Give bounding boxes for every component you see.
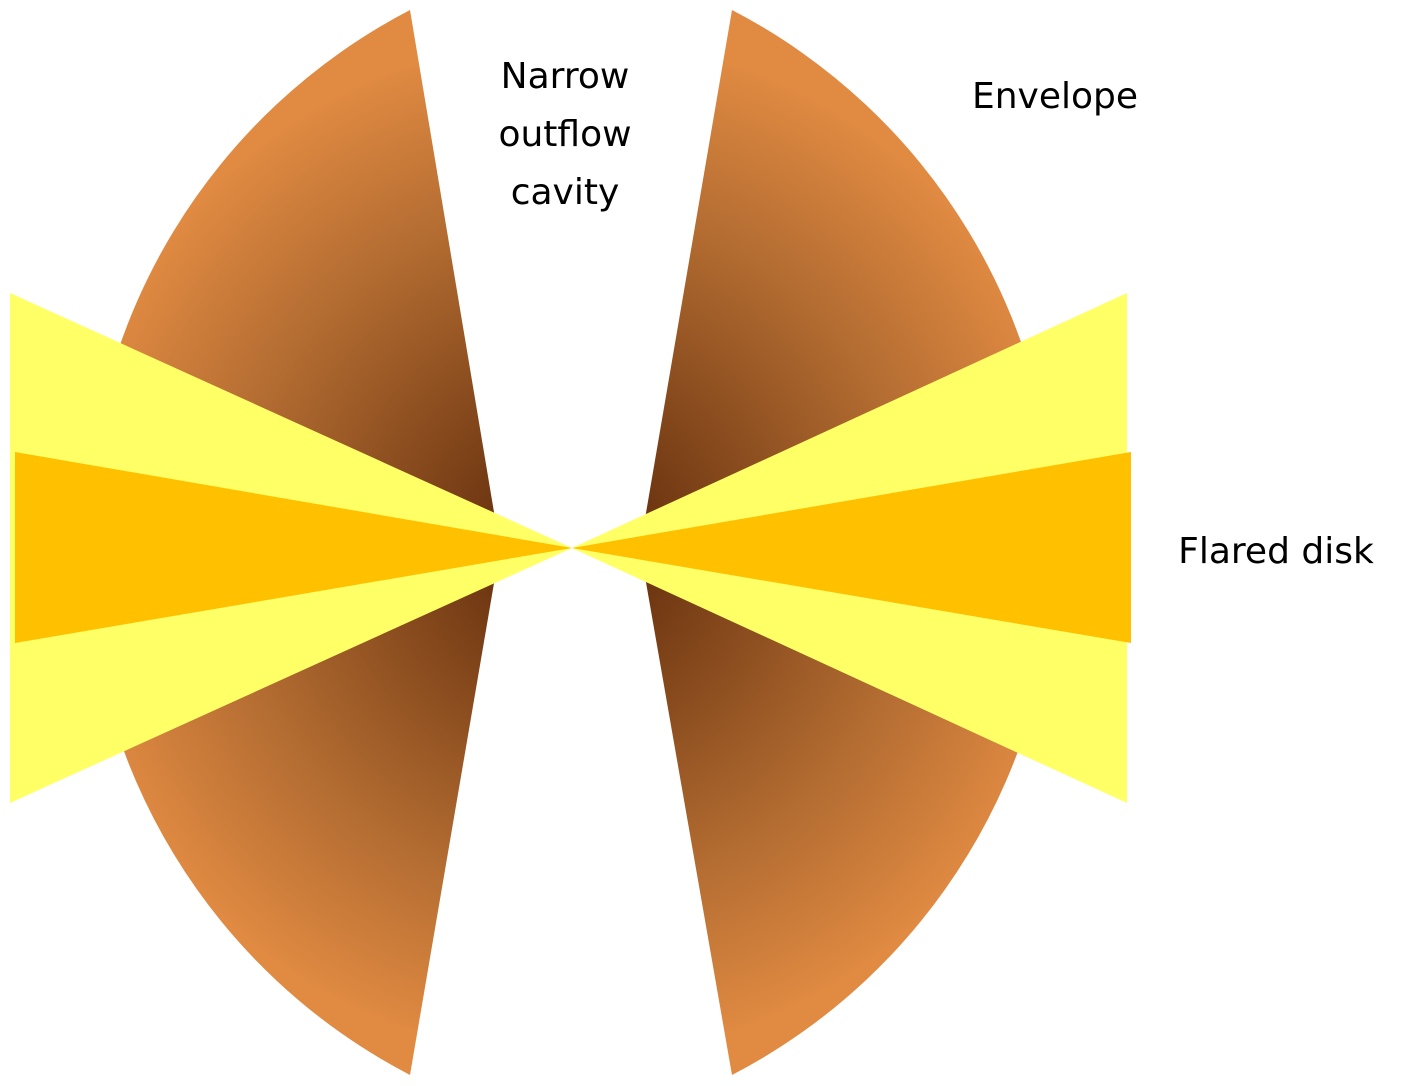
inner-disk-left — [15, 452, 572, 643]
flared-disk-label: Flared disk — [1178, 531, 1374, 572]
outflow-cavity-label: Narrow outflow cavity — [465, 48, 665, 222]
inner-disk-right — [572, 452, 1131, 643]
envelope-label: Envelope — [971, 76, 1139, 117]
outflow-cavity-label-line-3: cavity — [510, 172, 620, 213]
outflow-cavity-label-line-2: outflow — [498, 114, 632, 155]
outflow-cavity-label-line-1: Narrow — [500, 56, 630, 97]
